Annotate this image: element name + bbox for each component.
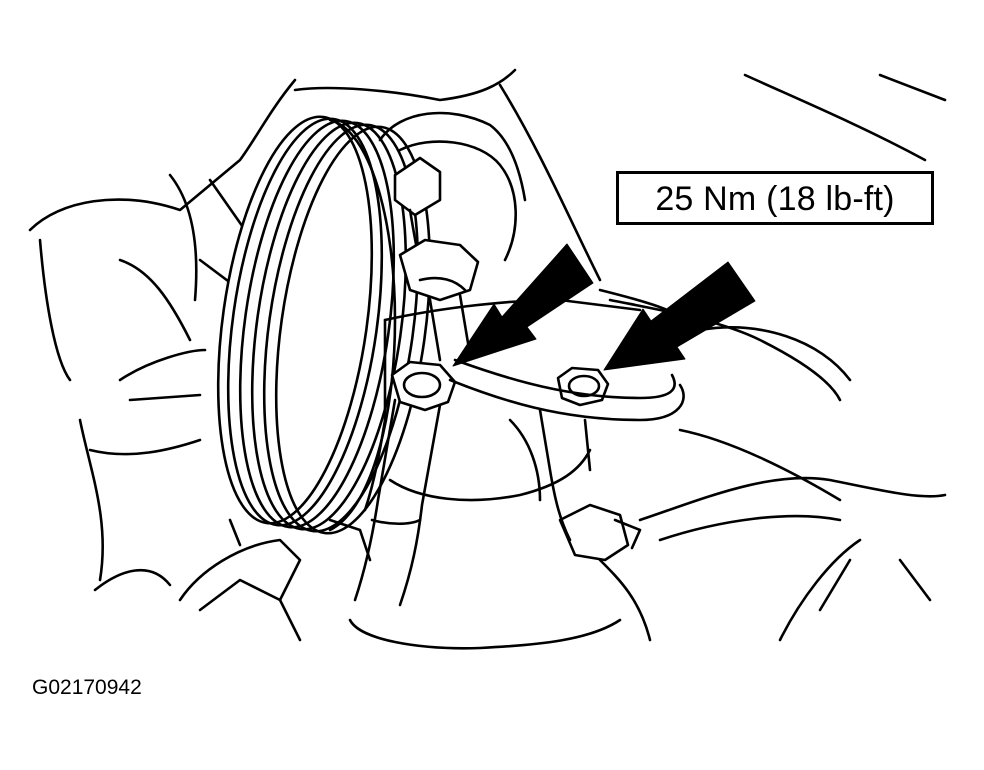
lower-bracket — [178, 476, 947, 650]
torque-specification: 25 Nm (18 lb-ft) — [655, 180, 895, 218]
arrow-icon — [603, 261, 756, 371]
reservoir-outline — [608, 298, 852, 502]
pressure-line — [448, 358, 685, 542]
torque-callout: 25 Nm (18 lb-ft) — [616, 171, 934, 225]
mounting-bolt-right — [556, 366, 610, 407]
arrow-icon — [452, 243, 594, 367]
pump-pulley — [216, 115, 432, 535]
figure-reference-id: G02170942 — [32, 676, 142, 699]
mounting-bolt-left — [353, 360, 457, 607]
